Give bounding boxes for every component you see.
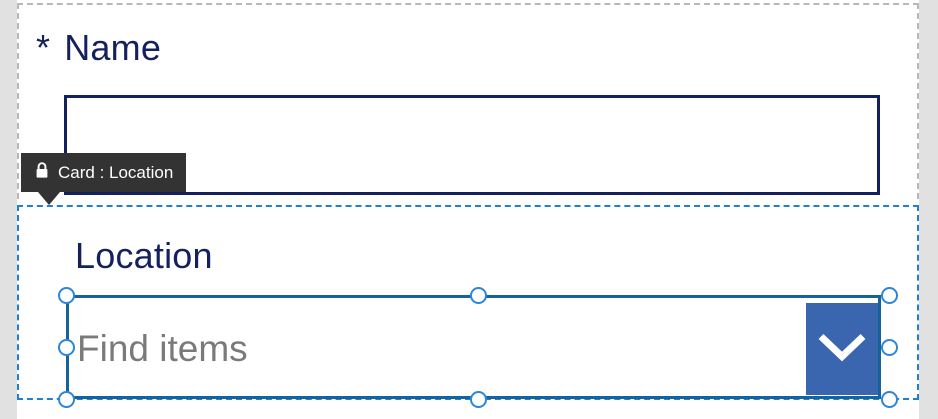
location-field-label: Location [75,235,213,276]
card-tooltip-text: Card : Location [58,163,174,182]
name-input[interactable] [64,95,880,195]
card-location[interactable]: Location Find items [17,205,919,408]
required-marker: * [36,27,51,68]
card-tooltip: Card : Location [21,153,187,192]
name-field-label: * Name [36,27,161,69]
resize-handle-bottom-center[interactable] [470,391,487,408]
card-tooltip-arrow [38,192,60,205]
resize-handle-top-right[interactable] [881,287,898,304]
chevron-down-icon [817,332,867,367]
resize-handle-bottom-left[interactable] [58,391,75,408]
location-combobox[interactable]: Find items [58,287,898,408]
resize-handle-middle-left[interactable] [58,339,75,356]
lock-icon [35,161,49,184]
name-label-text: Name [64,27,162,68]
resize-handle-top-center[interactable] [470,287,487,304]
resize-handle-middle-right[interactable] [881,339,898,356]
resize-handle-bottom-right[interactable] [881,391,898,408]
resize-handle-top-left[interactable] [58,287,75,304]
location-combobox-placeholder: Find items [77,328,248,369]
location-dropdown-button[interactable] [806,303,878,395]
canvas-right-gutter [919,0,938,419]
location-combobox-box[interactable]: Find items [66,295,881,399]
canvas-left-gutter [0,0,17,419]
